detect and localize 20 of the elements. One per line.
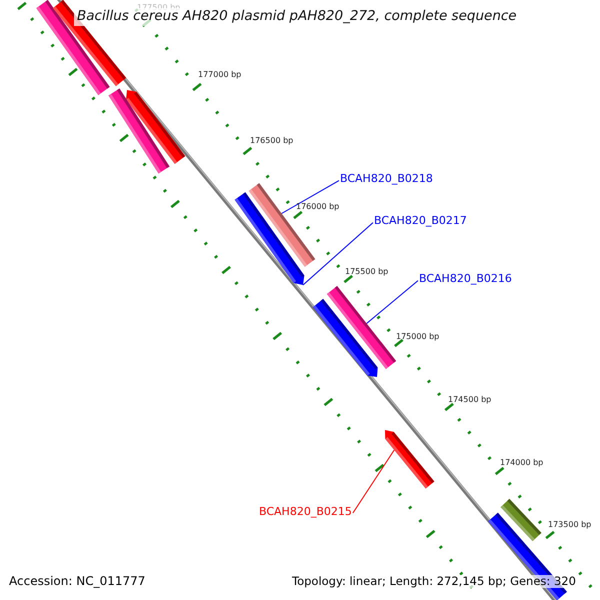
leader-line xyxy=(302,222,374,286)
tick-label: 175500 bp xyxy=(345,267,388,276)
gene-arrow xyxy=(108,88,170,174)
gene-label: BCAH820_B0218 xyxy=(340,173,433,186)
tick-label: 176500 bp xyxy=(250,136,294,146)
tick-label: 174500 bp xyxy=(448,395,492,404)
leader-line xyxy=(352,450,395,514)
accession-text: Accession: NC_011777 xyxy=(9,575,146,589)
gene-arrow xyxy=(385,430,434,488)
tick-label: 174000 bp xyxy=(500,458,544,468)
tick-label: 173500 bp xyxy=(548,520,592,530)
gene-arrow xyxy=(312,298,378,377)
tick-label: 177000 bp xyxy=(198,70,242,80)
gene-label: BCAH820_B0215 xyxy=(259,506,352,519)
tick-label: 176000 bp xyxy=(296,202,340,212)
gene-label: BCAH820_B0217 xyxy=(374,215,467,228)
gene-label: BCAH820_B0216 xyxy=(419,273,512,286)
summary-text: Topology: linear; Length: 272,145 bp; Genes: 320 xyxy=(292,575,576,588)
leader-line xyxy=(281,180,340,214)
tick-label: 175000 bp xyxy=(396,332,440,342)
